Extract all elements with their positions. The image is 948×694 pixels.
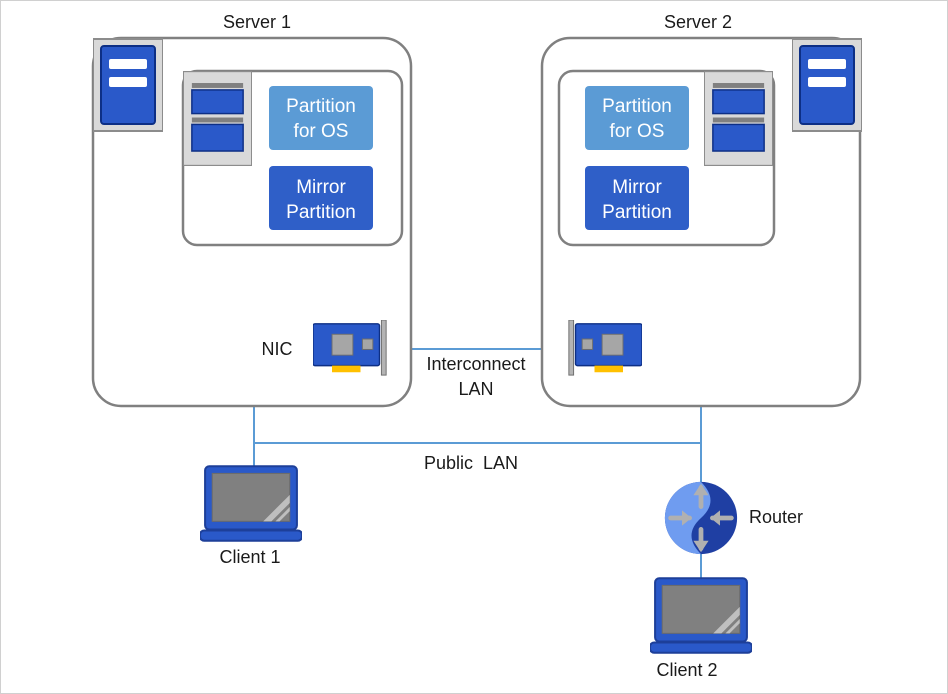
server-2-os-partition: Partition for OS bbox=[585, 86, 689, 150]
mirror-partition-line-2: Partition bbox=[286, 202, 356, 223]
disk-icon bbox=[704, 71, 773, 166]
router-icon bbox=[665, 482, 737, 554]
server-2: Server 2 Partition for OS Mirror Partiti… bbox=[540, 12, 862, 408]
client-2: Client 2 bbox=[650, 577, 752, 680]
server-1: Server 1 Partition for OS Mirror Partiti… bbox=[91, 12, 413, 408]
cables bbox=[253, 348, 702, 580]
server-2-label: Server 2 bbox=[664, 12, 732, 32]
mirror-partition-line-2: Partition bbox=[602, 202, 672, 223]
server-1-label: Server 1 bbox=[223, 12, 291, 32]
laptop-icon bbox=[200, 465, 302, 542]
interconnect-label-line-2: LAN bbox=[458, 379, 493, 399]
client-1-label: Client 1 bbox=[219, 547, 280, 567]
mirror-partition-line-1: Mirror bbox=[612, 177, 662, 198]
os-partition-line-2: for OS bbox=[294, 121, 349, 142]
router: Router bbox=[665, 482, 803, 554]
laptop-icon bbox=[650, 577, 752, 654]
server-2-mirror-partition: Mirror Partition bbox=[585, 166, 689, 230]
interconnect-label-line-1: Interconnect bbox=[426, 354, 525, 374]
os-partition-line-1: Partition bbox=[286, 96, 356, 117]
disk-icon bbox=[183, 71, 252, 166]
server-1-mirror-partition: Mirror Partition bbox=[269, 166, 373, 230]
router-label: Router bbox=[749, 507, 803, 527]
os-partition-line-2: for OS bbox=[610, 121, 665, 142]
os-partition-line-1: Partition bbox=[602, 96, 672, 117]
server-1-os-partition: Partition for OS bbox=[269, 86, 373, 150]
mirror-partition-line-1: Mirror bbox=[296, 177, 346, 198]
interconnect-lan-label: Interconnect LAN bbox=[426, 354, 525, 399]
public-lan-label: Public LAN bbox=[424, 453, 518, 473]
client-1: Client 1 bbox=[200, 465, 302, 567]
server-icon bbox=[93, 38, 163, 132]
nic-label: NIC bbox=[262, 339, 293, 359]
server-icon bbox=[792, 38, 862, 132]
client-2-label: Client 2 bbox=[656, 660, 717, 680]
